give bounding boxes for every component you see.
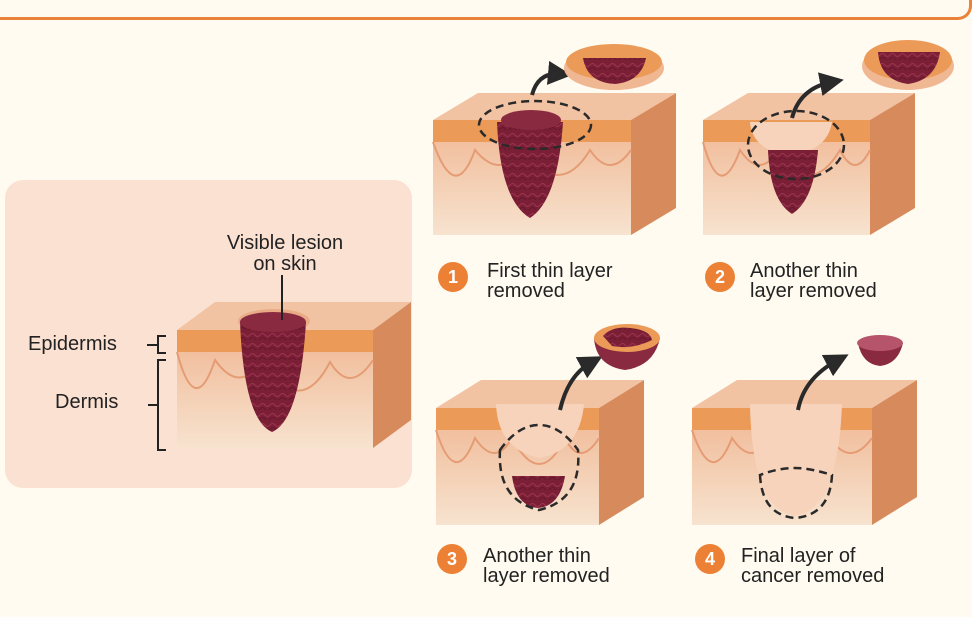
step4-skin-block	[692, 380, 917, 525]
step3-skin-block	[436, 380, 644, 525]
step4-caption: Final layer of cancer removed	[741, 546, 884, 586]
step2-skin-block	[703, 93, 915, 235]
step2-caption: Another thin layer removed	[750, 261, 877, 301]
step3-badge: 3	[437, 544, 467, 574]
step3-caption: Another thin layer removed	[483, 546, 610, 586]
step1-skin-block	[433, 93, 676, 235]
dermis-bracket	[148, 360, 166, 450]
epidermis-label: Epidermis	[28, 334, 117, 355]
step1-caption-line2: removed	[487, 281, 613, 301]
step4-caption-line2: cancer removed	[741, 566, 884, 586]
epidermis-bracket	[147, 336, 166, 353]
dermis-label: Dermis	[55, 392, 118, 413]
lesion-label-line1: Visible lesion	[200, 233, 370, 254]
step4-removed-tissue	[857, 335, 903, 366]
step1-arrow	[532, 74, 560, 95]
lesion-label: Visible lesion on skin	[200, 233, 370, 275]
step1-badge: 1	[438, 262, 468, 292]
step3-removed-tissue	[594, 324, 660, 370]
overview-skin-block	[177, 302, 411, 448]
step2-caption-line1: Another thin	[750, 261, 877, 281]
step2-badge: 2	[705, 262, 735, 292]
step3-caption-line2: layer removed	[483, 566, 610, 586]
step2-removed-tissue	[862, 40, 954, 90]
lesion-label-line2: on skin	[200, 254, 370, 275]
step3-caption-line1: Another thin	[483, 546, 610, 566]
step1-caption: First thin layer removed	[487, 261, 613, 301]
step1-removed-tissue	[564, 44, 664, 90]
step2-caption-line2: layer removed	[750, 281, 877, 301]
step4-caption-line1: Final layer of	[741, 546, 884, 566]
step4-badge: 4	[695, 544, 725, 574]
step1-caption-line1: First thin layer	[487, 261, 613, 281]
